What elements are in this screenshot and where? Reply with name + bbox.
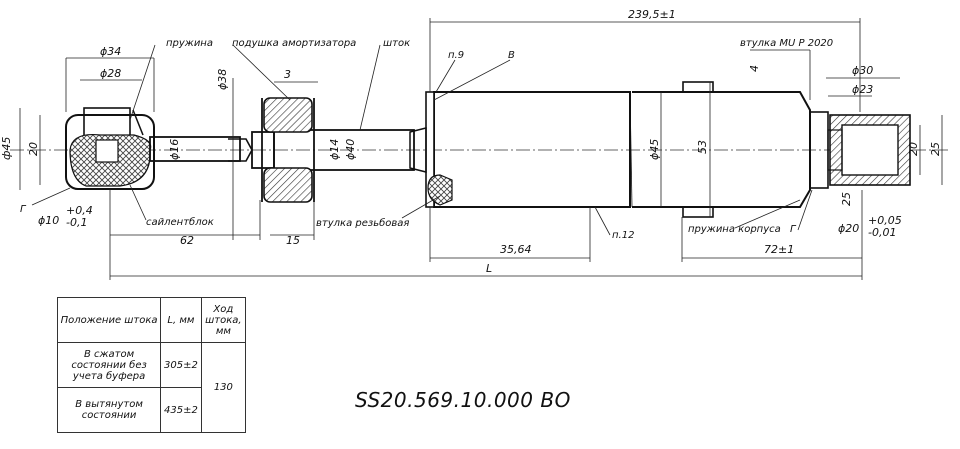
- rod: [149, 129, 415, 171]
- dim-length-l: L: [486, 262, 492, 275]
- dim-d38: ϕ38: [216, 69, 229, 90]
- dim-35-64: 35,64: [500, 243, 532, 256]
- table-header-row: Положение штока L, мм Ход штока, мм: [56, 297, 247, 343]
- dim-15: 15: [286, 234, 300, 247]
- dim-53: 53: [696, 140, 709, 154]
- table-row: В сжатом состоянии без учета буфера 305±…: [56, 342, 247, 433]
- item-9-label: п.9: [448, 50, 464, 61]
- threaded-bushing-label: втулка резьбовая: [316, 217, 409, 229]
- dim-d23: ϕ23: [852, 83, 873, 96]
- specification-table: Положение штока L, мм Ход штока, мм В сж…: [56, 297, 247, 433]
- dim-total-239: 239,5±1: [628, 8, 676, 21]
- right-eye: [809, 111, 911, 189]
- left-eye: [65, 107, 155, 190]
- dim-20-left: 20: [27, 142, 40, 156]
- section-g-left-label: Г: [20, 204, 27, 215]
- section-g-right-label: Г: [790, 224, 797, 235]
- table-cell: В вытянутом состоянии: [56, 387, 162, 433]
- dim-4: 4: [748, 65, 761, 72]
- absorber-pad: [261, 97, 315, 203]
- table-cell: 305±2: [160, 342, 202, 388]
- drawing-number: SS20.569.10.000 ВО: [355, 388, 571, 412]
- dim-d40: ϕ40: [344, 139, 357, 160]
- dim-d34: ϕ34: [100, 45, 121, 58]
- table-header: Положение штока: [56, 297, 162, 343]
- dim-25-small: 25: [840, 192, 853, 206]
- table-header: L, мм: [160, 297, 202, 343]
- table-cell: В сжатом состоянии без учета буфера: [56, 342, 162, 388]
- dim-d30: ϕ30: [852, 64, 873, 77]
- rod-label: шток: [383, 38, 410, 49]
- dim-72: 72±1: [764, 243, 794, 256]
- dim-d10-tol-low: -0,1: [66, 216, 87, 229]
- table-cell: 435±2: [160, 387, 202, 433]
- dim-r45: ф45: [0, 137, 13, 160]
- dimension-lines: [19, 18, 943, 280]
- spring-label: пружина: [166, 38, 213, 49]
- table-header: Ход штока, мм: [200, 297, 247, 343]
- dim-62: 62: [180, 234, 194, 247]
- dim-d45: ϕ45: [648, 139, 661, 160]
- dim-d20-tol-up: +0,05: [868, 214, 902, 227]
- table-row: В вытянутом состоянии 435±2: [56, 387, 246, 433]
- silentblock-label: сайлентблок: [146, 216, 214, 228]
- dim-20-right: 20: [907, 142, 920, 156]
- dim-3: 3: [284, 68, 291, 81]
- dim-d10-tol-up: +0,4: [66, 204, 93, 217]
- dim-d20-tol-low: -0,01: [868, 226, 896, 239]
- dim-25-right: 25: [929, 142, 942, 156]
- view-b-label: В: [508, 50, 515, 61]
- bushing-mu-label: втулка MU P 2020: [740, 38, 833, 49]
- absorber-pad-label: подушка амортизатора: [232, 38, 356, 49]
- dim-d16: ϕ16: [168, 139, 181, 160]
- housing-spring-label: пружина корпуса: [688, 224, 781, 235]
- item-12-label: п.12: [612, 230, 634, 241]
- table-cell: 130: [200, 342, 247, 433]
- dim-d10: ϕ10: [38, 214, 59, 227]
- dim-d20: ϕ20: [838, 222, 859, 235]
- dim-d28: ϕ28: [100, 67, 121, 80]
- dim-d14: ϕ14: [328, 139, 341, 160]
- leader-lines: [31, 44, 813, 236]
- housing: [409, 81, 811, 218]
